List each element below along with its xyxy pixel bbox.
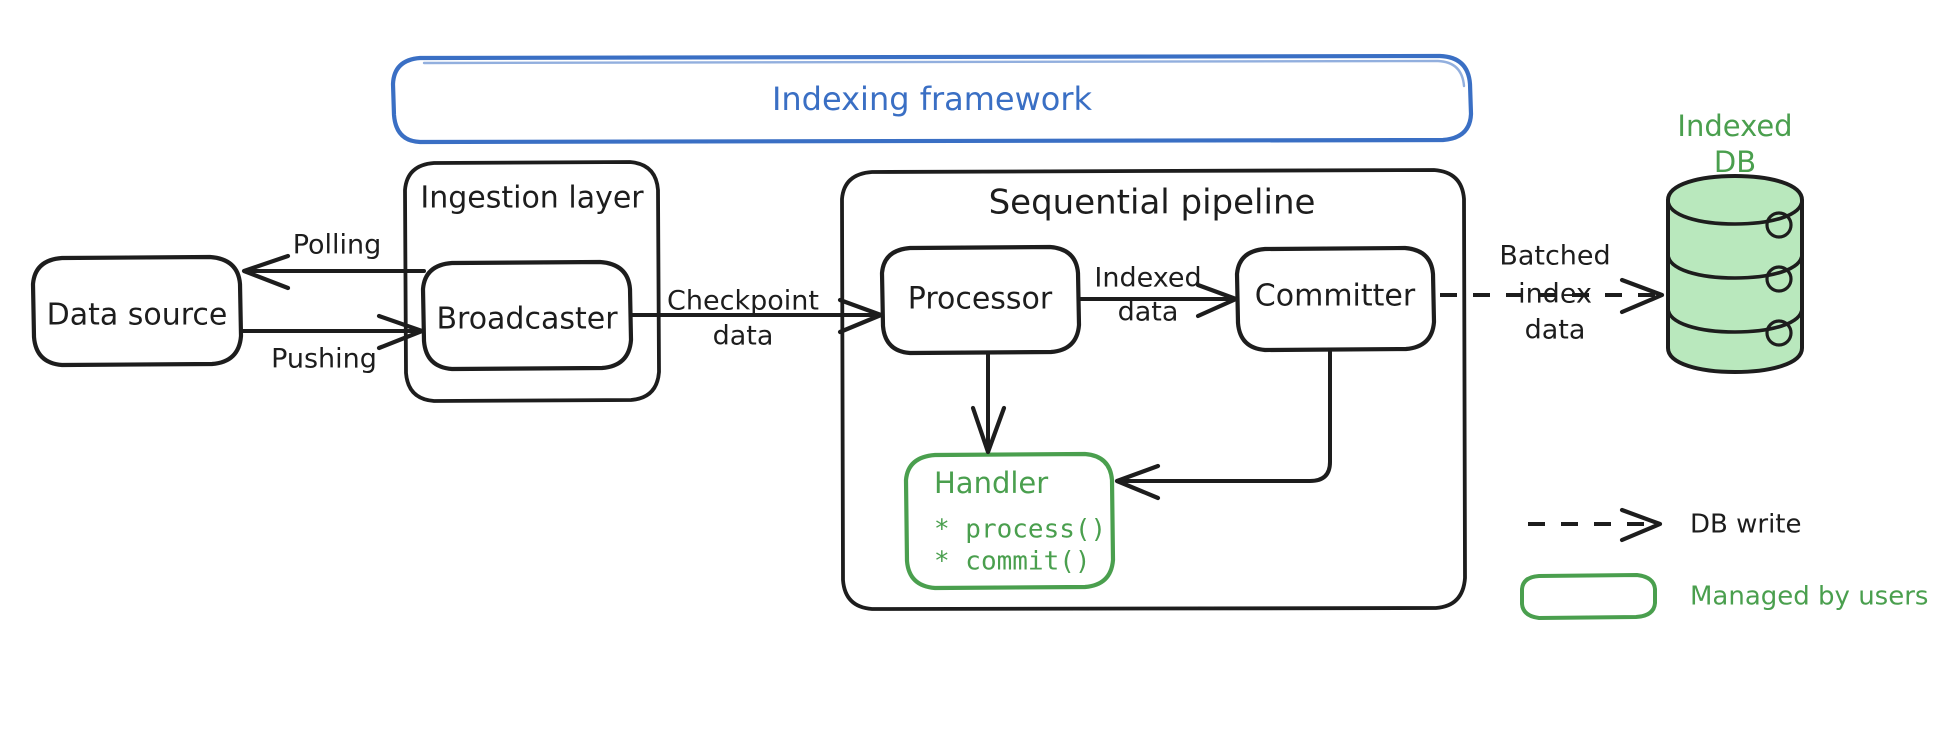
- node-committer[interactable]: Committer: [1234, 245, 1437, 353]
- db-indicator-dot-1: [1765, 211, 1793, 239]
- edge-checkpoint-data: Checkpoint data: [629, 286, 884, 352]
- database-label-line1: Indexed: [1677, 109, 1792, 143]
- edge-committer-to-handler: [1114, 348, 1332, 501]
- handler-method-commit: * commit(): [934, 547, 1091, 577]
- group-ingestion-layer: Ingestion layer: [403, 160, 661, 403]
- edge-label-batched-index-data-line1: Batched: [1499, 241, 1610, 272]
- legend-label-managed-by-users: Managed by users: [1690, 582, 1928, 612]
- node-data-source[interactable]: Data source: [30, 254, 244, 368]
- edge-label-batched-index-data-line2: index: [1518, 279, 1592, 310]
- edge-batched-index-data: Batched index data: [1440, 241, 1665, 346]
- edge-label-batched-index-data-line3: data: [1525, 315, 1586, 346]
- edge-polling: Polling: [241, 230, 426, 291]
- db-indicator-dot-3: [1765, 319, 1793, 347]
- group-label-sequential-pipeline: Sequential pipeline: [989, 183, 1316, 223]
- edge-label-checkpoint-data-line1: Checkpoint: [667, 286, 819, 317]
- legend-item-db-write: DB write: [1528, 507, 1802, 543]
- group-label-ingestion-layer: Ingestion layer: [420, 181, 644, 216]
- node-label-processor: Processor: [908, 282, 1053, 317]
- database-label-line2: DB: [1714, 145, 1756, 179]
- legend: DB write Managed by users: [1520, 507, 1928, 620]
- node-label-broadcaster: Broadcaster: [436, 302, 618, 337]
- indexing-framework-banner: Indexing framework: [390, 53, 1474, 145]
- edge-label-pushing: Pushing: [271, 344, 377, 375]
- edge-label-polling: Polling: [293, 230, 382, 261]
- banner-label: Indexing framework: [772, 80, 1093, 118]
- node-broadcaster[interactable]: Broadcaster: [420, 259, 634, 372]
- edge-label-indexed-data-line2: data: [1118, 297, 1179, 328]
- legend-item-managed-by-users: Managed by users: [1520, 573, 1928, 620]
- db-indicator-dot-2: [1765, 265, 1793, 293]
- edge-processor-to-handler: [970, 351, 1007, 455]
- node-label-committer: Committer: [1255, 279, 1416, 314]
- edge-pushing: Pushing: [239, 313, 425, 375]
- node-handler[interactable]: Handler * process() * commit(): [903, 451, 1116, 591]
- group-sequential-pipeline: Sequential pipeline: [840, 168, 1467, 611]
- handler-title: Handler: [934, 466, 1048, 500]
- edge-label-indexed-data-line1: Indexed: [1094, 263, 1201, 294]
- node-processor[interactable]: Processor: [879, 244, 1082, 356]
- edge-indexed-data: Indexed data: [1077, 263, 1239, 328]
- legend-label-db-write: DB write: [1690, 510, 1802, 540]
- database-indexed-db[interactable]: Indexed DB: [1666, 109, 1804, 374]
- handler-method-process: * process(): [934, 515, 1106, 545]
- node-label-data-source: Data source: [47, 298, 228, 333]
- edge-label-checkpoint-data-line2: data: [713, 321, 774, 352]
